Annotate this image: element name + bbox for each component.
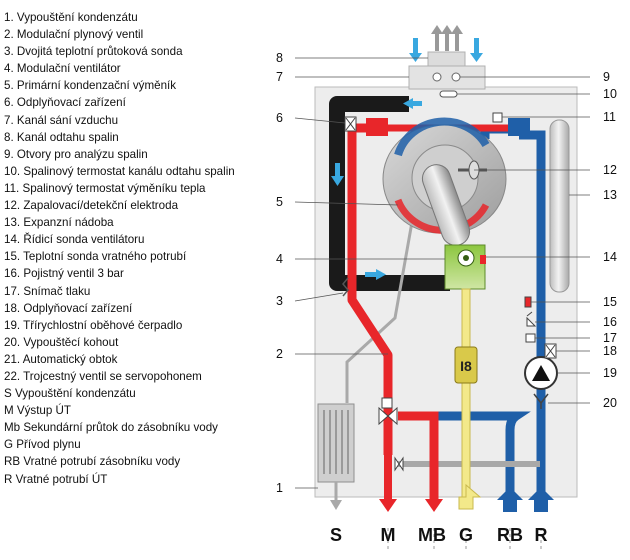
fan-impeller-core <box>463 255 469 261</box>
outlet-arrow-icon <box>379 455 554 512</box>
callout-19: 19 <box>603 366 617 380</box>
connection-label-mb: MB <box>418 525 446 545</box>
analysis-port-icon <box>451 72 461 82</box>
air-intake-duct <box>329 96 450 291</box>
legend-item: 18. Odplyňovací zařízení <box>4 301 133 315</box>
legend-item: 16. Pojistný ventil 3 bar <box>4 267 124 281</box>
modulating-fan <box>444 244 486 290</box>
legend-item: 20. Vypouštěcí kohout <box>4 335 119 349</box>
return-sensor-icon <box>524 296 532 308</box>
callout-10: 10 <box>603 87 617 101</box>
legend-item: 8. Kanál odtahu spalin <box>4 130 119 144</box>
callout-11: 11 <box>603 110 616 124</box>
legend-item: RB Vratné potrubí zásobníku vody <box>4 455 181 469</box>
flue-thermostat-icon <box>439 90 458 98</box>
flow-sensor-icon <box>342 277 349 297</box>
modulating-gas-valve <box>454 346 478 384</box>
legend-item: 11. Spalinový termostat výměníku tepla <box>4 181 206 195</box>
callout-15: 15 <box>603 295 617 309</box>
callout-12: 12 <box>603 163 617 177</box>
air-flow-arrow-icon <box>331 98 422 280</box>
callout-3: 3 <box>276 294 283 308</box>
legend-item: 6. Odplyňovací zařízení <box>4 96 126 110</box>
callout-13: 13 <box>603 188 617 202</box>
flow-pipe-main <box>347 123 393 455</box>
legend-item: 17. Snímač tlaku <box>4 284 91 298</box>
legend-item: 12. Zapalovací/detekční elektroda <box>4 199 179 213</box>
right-callouts: 9 10 11 12 13 14 15 16 17 18 19 20 <box>603 70 617 410</box>
legend-item: Mb Sekundární průtok do zásobníku vody <box>4 421 218 435</box>
callout-4: 4 <box>276 252 283 266</box>
legend-item: 22. Trojcestný ventil se servopohonem <box>4 369 202 383</box>
legend-item: 5. Primární kondenzační výměník <box>4 79 177 93</box>
legend-item: 9. Otvory pro analýzu spalin <box>4 147 148 161</box>
return-pipe-dhw <box>430 411 531 510</box>
callout-2: 2 <box>276 347 283 361</box>
condensate-trap-coil <box>323 410 349 474</box>
safety-valve-icon <box>526 311 537 327</box>
callout-18: 18 <box>603 344 617 358</box>
three-way-valve-icon <box>378 397 398 426</box>
condensate-outlet-arrow-icon <box>330 500 342 510</box>
callout-14: 14 <box>603 250 617 264</box>
left-callouts: 8 7 6 5 4 3 2 1 <box>276 51 283 495</box>
connection-label-s: S <box>330 525 342 545</box>
drain-cock-icon <box>533 393 549 409</box>
pump-direction-icon <box>532 365 550 381</box>
callout-5: 5 <box>276 195 283 209</box>
analysis-port-icon <box>432 72 442 82</box>
exchanger-thermostat-icon <box>492 112 503 123</box>
legend-item: M Výstup ÚT <box>4 404 71 418</box>
gas-valve-icon: I8 <box>460 358 472 374</box>
callout-17: 17 <box>603 331 617 345</box>
legend-item: S Vypouštění kondenzátu <box>4 387 136 401</box>
degassing-device-icon <box>544 343 557 359</box>
condensate-drain-pipe <box>345 204 417 403</box>
legend-item: 13. Expanzní nádoba <box>4 216 114 230</box>
legend-item: 19. Třírychlostní oběhové čerpadlo <box>4 318 183 332</box>
gas-pipe <box>461 288 471 498</box>
connection-label-rb: RB <box>497 525 523 545</box>
flue-outlet-block <box>427 51 466 67</box>
air-intake-arrow-icon <box>409 38 483 62</box>
burner <box>421 164 471 246</box>
connection-label-r: R <box>535 525 548 545</box>
connection-labels: S M MB G RB R <box>330 525 548 545</box>
callout-1: 1 <box>276 481 283 495</box>
legend-item: 2. Modulační plynový ventil <box>4 28 144 42</box>
callout-8: 8 <box>276 51 283 65</box>
callout-7: 7 <box>276 70 283 84</box>
legend-item: 4. Modulační ventilátor <box>4 62 121 76</box>
legend-item: 21. Automatický obtok <box>4 352 118 366</box>
pressure-sensor-icon <box>525 333 536 343</box>
legend-item: G Přívod plynu <box>4 438 81 452</box>
callout-6: 6 <box>276 111 283 125</box>
fan-control-probe-icon <box>480 255 486 264</box>
legend-item: 1. Vypouštění kondenzátu <box>4 11 138 24</box>
callout-20: 20 <box>603 396 617 410</box>
degassing-device-icon <box>344 116 357 132</box>
exchanger-coil-blue <box>394 117 490 157</box>
flue-exhaust-arrow-icon <box>431 25 463 51</box>
legend-item: 15. Teplotní sonda vratného potrubí <box>4 250 187 264</box>
expansion-vessel <box>549 119 570 293</box>
connection-label-g: G <box>459 525 473 545</box>
legend-item: 7. Kanál sání vzduchu <box>4 113 119 127</box>
callout-leaders <box>294 57 590 489</box>
connection-label-m: M <box>381 525 396 545</box>
legend-item: 10. Spalinový termostat kanálu odtahu sp… <box>4 164 235 178</box>
legend-item: 3. Dvojitá teplotní průtoková sonda <box>4 45 183 59</box>
callout-16: 16 <box>603 315 617 329</box>
legend-item: 14. Řídicí sonda ventilátoru <box>4 233 145 247</box>
legend: 1. Vypouštění kondenzátu 2. Modulační ply… <box>4 9 272 488</box>
callout-9: 9 <box>603 70 610 84</box>
bypass-valve-icon <box>394 456 404 472</box>
legend-item: R Vratné potrubí ÚT <box>4 472 108 486</box>
flow-manifold <box>366 118 388 136</box>
return-manifold <box>508 118 530 136</box>
outlet-leader-lines <box>387 528 542 552</box>
flue-connector <box>408 65 486 90</box>
